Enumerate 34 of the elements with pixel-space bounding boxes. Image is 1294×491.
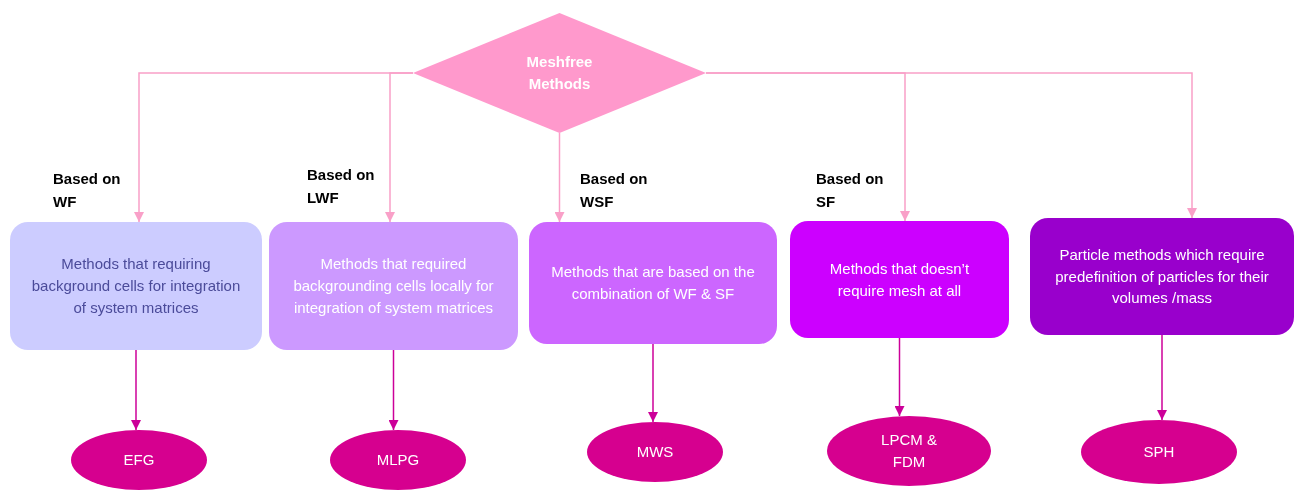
node-text: Particle methods which require predefinition of particles for their volumes /mass: [1054, 244, 1270, 309]
method-ellipse: [1081, 420, 1237, 484]
node-text: MWS: [636, 442, 674, 463]
node-text: EFG: [123, 450, 155, 471]
arrow: [894, 337, 905, 417]
method-ellipse: [827, 416, 991, 486]
node-text: Methods that are based on the combination of WF & SF: [550, 262, 756, 304]
arrow: [554, 132, 565, 223]
category-box: [269, 222, 518, 350]
node-text: MLPG: [376, 450, 420, 471]
category-box: [1030, 218, 1294, 335]
branch-label: Based on SF: [816, 169, 885, 212]
branch-label: Based on WF: [53, 169, 122, 212]
arrow: [131, 349, 141, 431]
category-box: [529, 222, 777, 344]
node-text: Meshfree Methods: [525, 52, 594, 94]
category-box: [790, 221, 1009, 338]
decision-diamond: [413, 13, 706, 133]
branch-label: Based on WSF: [580, 169, 649, 212]
arrow: [388, 349, 399, 431]
node-text: Methods that required backgrounding cells locally for integration of system matrices: [292, 254, 495, 318]
node-text: SPH: [1143, 442, 1175, 463]
arrow: [1157, 334, 1167, 421]
node-text: Methods that doesn’t require mesh at all: [828, 258, 971, 301]
method-ellipse: [330, 430, 466, 490]
method-ellipse: [71, 430, 207, 490]
node-text: Methods that requiring background cells for integration of system matrices: [30, 254, 242, 318]
arrow: [385, 72, 414, 223]
category-box: [10, 222, 262, 350]
arrow: [705, 72, 1197, 219]
branch-label: Based on LWF: [307, 165, 376, 208]
method-ellipse: [587, 422, 723, 482]
node-text: LPCM & FDM: [880, 430, 938, 472]
arrow: [648, 343, 658, 423]
